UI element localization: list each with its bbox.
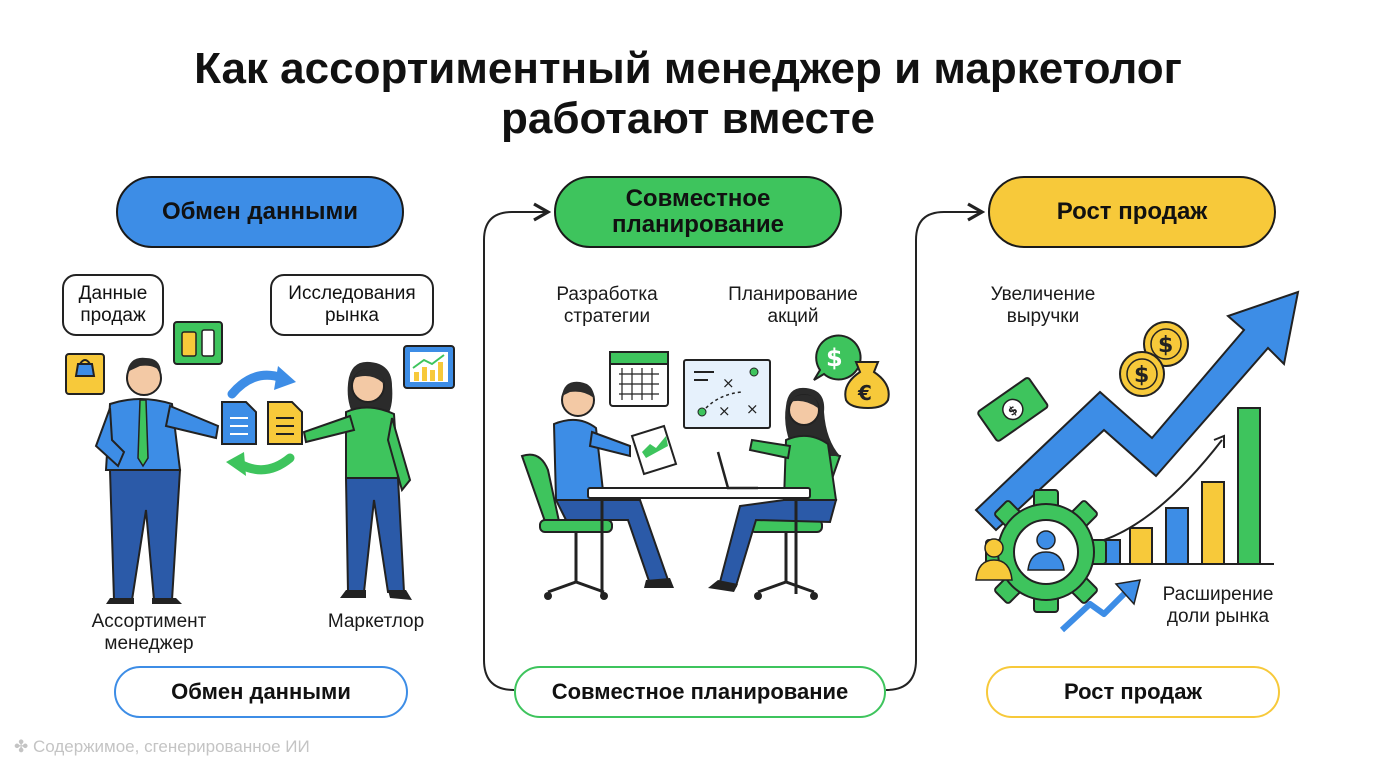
- svg-text:×: ×: [718, 402, 731, 420]
- strategy-board-icon: × × ×: [683, 359, 771, 429]
- svg-text:$: $: [826, 344, 843, 372]
- stage-heading-sales-growth: Рост продаж: [988, 176, 1276, 248]
- speech-bubble-market-research: Исследования рынка: [270, 274, 434, 336]
- swap-arrows-icon: [226, 366, 296, 476]
- footer-pill-data-exchange: Обмен данными: [114, 666, 408, 718]
- connector-arrow-2: [885, 202, 986, 691]
- strategist-figure: [552, 381, 674, 588]
- dollar-bubble-icon: $: [813, 334, 862, 381]
- svg-text:€: €: [857, 381, 872, 405]
- growth-bars: [1090, 407, 1274, 565]
- label-market-share-expansion: Расширение доли рынка: [1162, 584, 1274, 627]
- user-icon: [1027, 530, 1065, 571]
- planner-figure: [708, 387, 840, 592]
- user-icon-small: [975, 538, 1013, 581]
- label-promo-planning: Планирование акций: [728, 284, 858, 327]
- document-icon: [221, 401, 303, 445]
- footer-pill-joint-planning: Совместное планирование: [514, 666, 886, 718]
- label-strategy-development: Разработка стратегии: [556, 284, 658, 327]
- chair-left: [520, 453, 613, 600]
- title-line-2: работают вместе: [501, 94, 875, 143]
- gear-icon: [985, 489, 1107, 613]
- svg-text:×: ×: [722, 374, 735, 392]
- label-revenue-increase: Увеличение выручки: [990, 284, 1096, 327]
- marketer-figure: [302, 361, 412, 600]
- title-line-1: Как ассортиментный менеджер и маркетолог: [194, 44, 1182, 93]
- label-marketer: Маркетлор: [327, 611, 425, 632]
- ai-generated-note: ✤ Содержимое, сгенерированное ИИ: [14, 737, 310, 756]
- banknote-icon: $: [977, 377, 1049, 442]
- speech-bubble-sales-data: Данные продаж: [62, 274, 164, 336]
- svg-text:$: $: [1134, 363, 1149, 388]
- tablet-chart-icon: [630, 424, 678, 476]
- svg-text:×: ×: [746, 400, 759, 418]
- page-title: Как ассортиментный менеджер и маркетолог…: [0, 44, 1376, 144]
- bar-chart-icon: [403, 345, 455, 389]
- coins-icon: $ $: [1119, 321, 1189, 397]
- heading-line-2: планирование: [611, 211, 785, 238]
- heading-line-1: Совместное: [625, 185, 771, 212]
- sparkle-icon: ✤: [14, 737, 33, 756]
- meeting-table: [587, 451, 811, 594]
- svg-text:$: $: [1158, 333, 1173, 358]
- stage-heading-data-exchange: Обмен данными: [116, 176, 404, 248]
- growth-arrow-icon: [974, 290, 1300, 532]
- connector-arrow-1: [483, 202, 552, 691]
- label-assortment-manager: Ассортимент менеджер: [91, 611, 207, 654]
- stage-heading-joint-planning: Совместное планирование: [554, 176, 842, 248]
- jars-icon: [173, 321, 223, 365]
- euro-bag-icon: €: [844, 361, 890, 410]
- footer-pill-sales-growth: Рост продаж: [986, 666, 1280, 718]
- calendar-icon: [609, 351, 669, 407]
- shopping-bag-icon: [65, 353, 105, 395]
- small-arrow-icon: [1059, 579, 1142, 633]
- assortment-manager-figure: [94, 357, 220, 604]
